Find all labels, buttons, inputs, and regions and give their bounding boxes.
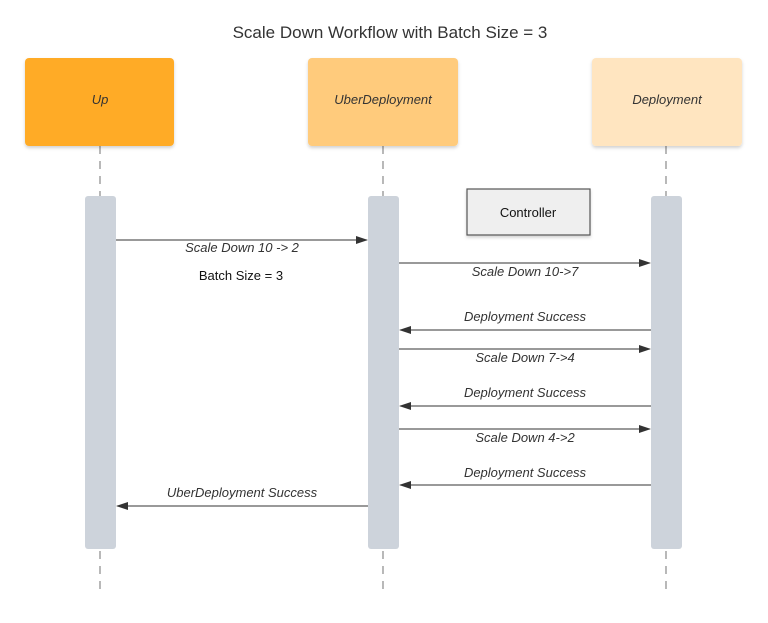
participant-box [308, 58, 458, 146]
participant-label: Deployment [632, 92, 703, 107]
activation-bars [85, 196, 682, 549]
controller-label: Controller [500, 205, 557, 220]
activation-bar-uberdeployment [368, 196, 399, 549]
participant-deployment: Deployment [592, 58, 742, 146]
message-label: Scale Down 4->2 [475, 430, 575, 445]
participant-label: UberDeployment [334, 92, 433, 107]
message-label: Scale Down 7->4 [475, 350, 574, 365]
controller-box: Controller [466, 188, 591, 236]
message-label: Deployment Success [464, 385, 587, 400]
participant-box [25, 58, 174, 146]
message-label: Deployment Success [464, 465, 587, 480]
participant-label: Up [92, 92, 109, 107]
participant-box [592, 58, 742, 146]
participant-uberdeployment: UberDeployment [308, 58, 458, 146]
controller-rect [466, 188, 591, 236]
message-label: Scale Down 10 -> 2 [185, 240, 300, 255]
message-labels: Scale Down 10 -> 2 Scale Down 10->7 Depl… [167, 240, 587, 500]
activation-bar-deployment [651, 196, 682, 549]
participant-up: Up [25, 58, 174, 146]
message-label: Deployment Success [464, 309, 587, 324]
diagram-title: Scale Down Workflow with Batch Size = 3 [233, 23, 548, 42]
messages [116, 236, 651, 510]
batch-size-note: Batch Size = 3 [199, 268, 283, 283]
activation-bar-up [85, 196, 116, 549]
message-label: UberDeployment Success [167, 485, 318, 500]
message-label: Scale Down 10->7 [472, 264, 579, 279]
